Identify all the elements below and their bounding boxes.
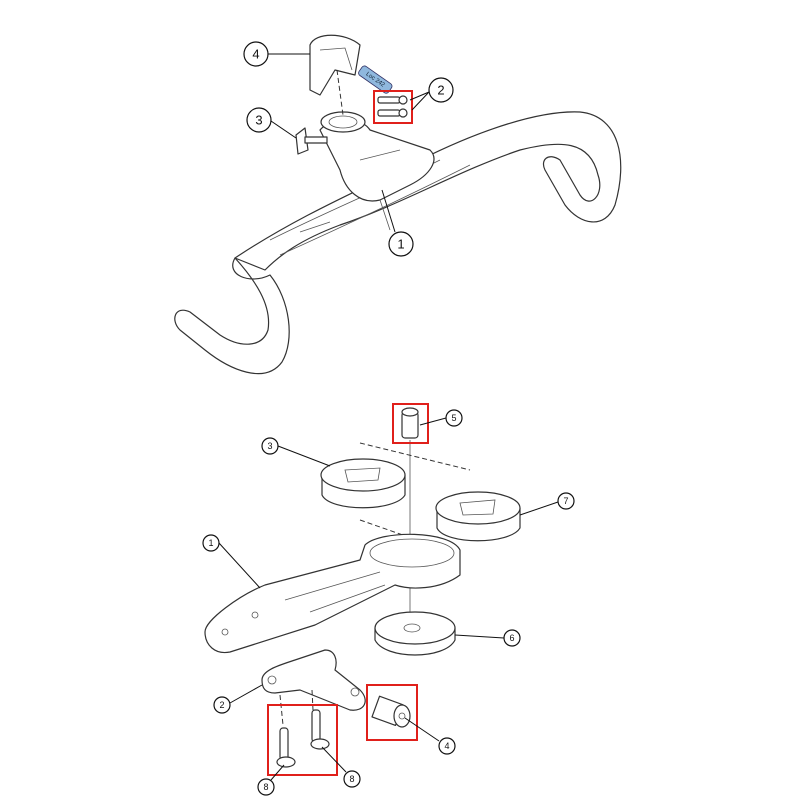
callout-1: 1 [388, 231, 414, 257]
callout-7: 7 [557, 492, 575, 510]
bolt-3 [295, 127, 328, 155]
callout-1: 1 [202, 534, 220, 552]
svg-text:8: 8 [263, 782, 268, 792]
callout-8: 8 [257, 778, 275, 796]
handlebar [174, 111, 622, 375]
callout-2: 2 [428, 77, 454, 103]
highlight-box-bolt-5 [392, 403, 429, 444]
callout-8: 8 [343, 770, 361, 788]
svg-text:1: 1 [208, 538, 213, 548]
mount-assembly: 5 3 7 1 6 2 4 8 8 [202, 403, 575, 796]
glue-tube: Loc 242 [358, 65, 393, 94]
callout-4: 4 [438, 737, 456, 755]
svg-text:4: 4 [444, 741, 449, 751]
svg-text:2: 2 [437, 83, 444, 98]
svg-text:6: 6 [509, 633, 514, 643]
callout-3: 3 [261, 437, 279, 455]
callout-4: 4 [243, 41, 269, 67]
svg-text:3: 3 [255, 113, 262, 128]
bracket-2 [261, 649, 366, 711]
callout-2: 2 [213, 696, 231, 714]
callout-6: 6 [503, 629, 521, 647]
highlight-box-spacer [366, 684, 418, 741]
stem-cover [309, 34, 361, 116]
svg-text:3: 3 [267, 441, 272, 451]
highlight-box-bolts [373, 90, 413, 124]
callout-3: 3 [246, 107, 272, 133]
bolt-5 [401, 407, 419, 439]
svg-text:7: 7 [563, 496, 568, 506]
svg-text:2: 2 [219, 700, 224, 710]
screws-8 [276, 689, 330, 768]
svg-text:1: 1 [397, 237, 404, 252]
highlight-box-screws [267, 704, 338, 776]
handlebar-assembly: Loc 242 4 2 3 1 [174, 34, 622, 375]
mount-arm-1 [204, 533, 461, 654]
adapter-7 [435, 491, 521, 542]
adapter-3 [320, 458, 406, 509]
spacer-4 [371, 695, 411, 728]
bolts-2 [377, 95, 408, 118]
cup-6 [374, 611, 456, 656]
svg-text:8: 8 [349, 774, 354, 784]
svg-text:4: 4 [252, 47, 259, 62]
callout-5: 5 [445, 409, 463, 427]
svg-text:5: 5 [451, 413, 456, 423]
